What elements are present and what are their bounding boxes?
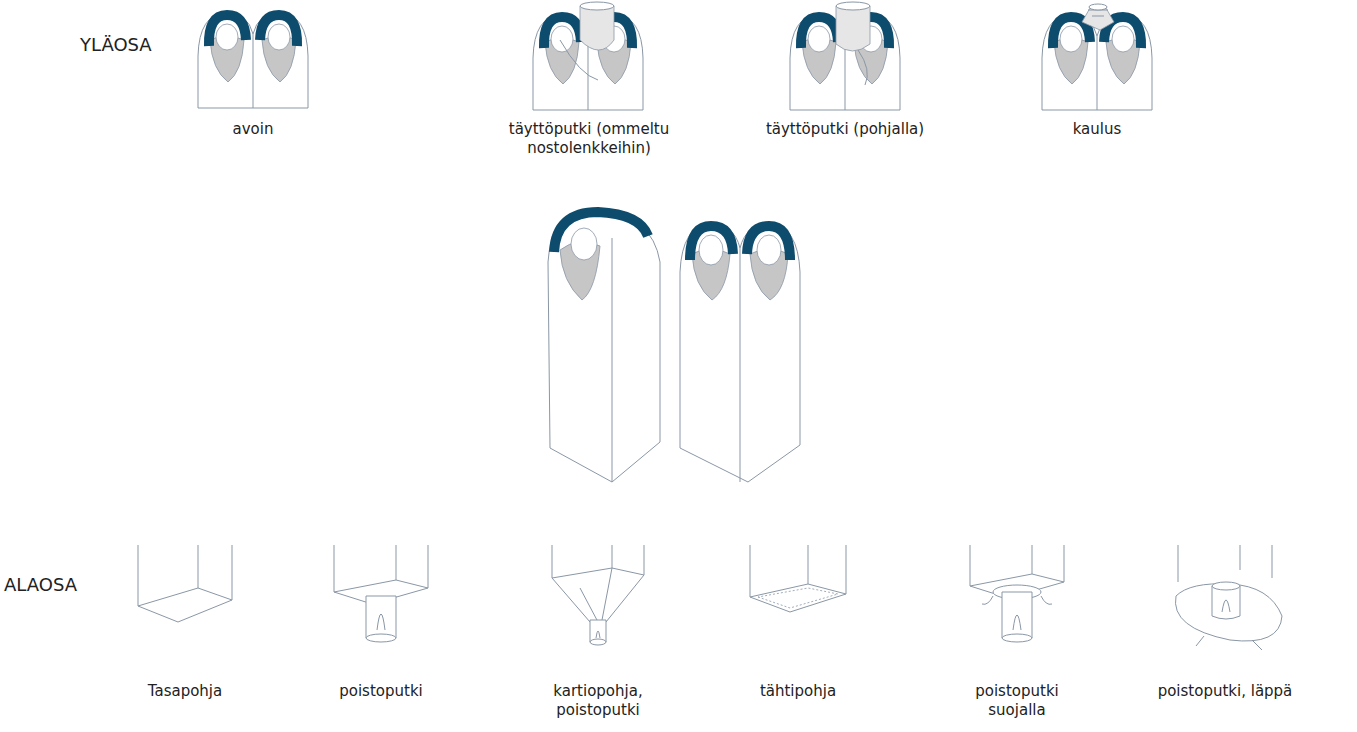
cone-bottom-spout [552,545,644,645]
collar [1082,4,1114,30]
option-label: Tasapohja [148,682,222,701]
spout-with-protection [970,545,1064,642]
option-label: poistoputki [339,682,423,701]
option-label: kartiopohja, poistoputki [538,682,658,720]
section-heading: ALAOSA [4,574,77,597]
option-label: kaulus [1073,120,1122,139]
bag-top-open [198,13,308,108]
filling-spout [560,2,614,80]
filling-spout [836,2,870,85]
option-label: avoin [233,120,274,139]
flat-bottom [138,545,232,622]
spout-with-flap [1175,545,1282,650]
bag-two-loops [680,224,800,482]
bag-top-collar [1042,15,1152,110]
option-label: täyttöputki (pohjalla) [766,120,924,139]
option-label: poistoputki, läppä [1158,682,1293,701]
bag-single-loop [548,212,660,482]
section-heading: YLÄOSA [80,34,152,57]
star-bottom [750,545,846,612]
option-label: tähtipohja [760,682,836,701]
option-label: täyttöputki (ommeltu nostolenkkeihin) [484,120,694,158]
discharge-spout [334,545,428,642]
option-label: poistoputki suojalla [962,682,1072,720]
